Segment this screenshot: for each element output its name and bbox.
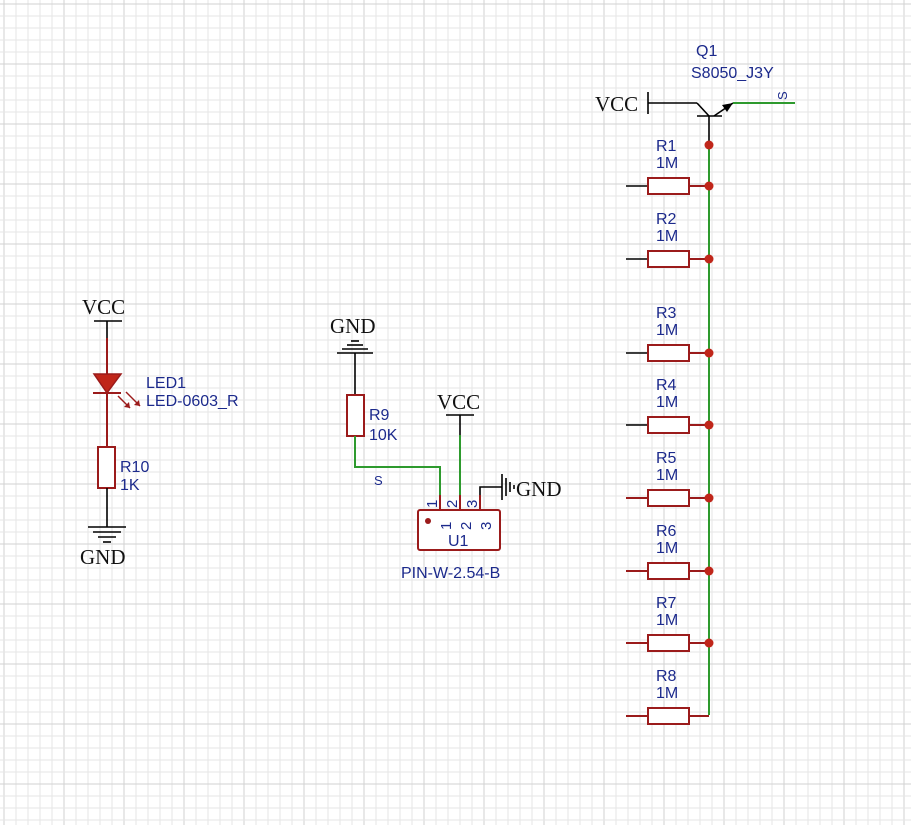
- q1-value: S8050_J3Y: [691, 65, 774, 82]
- u1-connector[interactable]: [417, 509, 501, 551]
- led-ref: LED1: [146, 375, 186, 392]
- q1-transistor[interactable]: [668, 102, 734, 145]
- resistor-ref: R1: [656, 138, 677, 155]
- r10-ref: R10: [120, 459, 149, 476]
- led-triangle: [92, 373, 123, 395]
- r9-value: 10K: [369, 427, 398, 444]
- r9-ref: R9: [369, 407, 390, 424]
- resistor-value: 1M: [656, 228, 678, 245]
- resistor-ref: R8: [656, 668, 677, 685]
- vcc-label-led: VCC: [82, 295, 125, 319]
- gnd-symbol-u1: [501, 474, 515, 500]
- resistor-body[interactable]: [647, 250, 690, 268]
- q1-collector-diag: [696, 102, 710, 117]
- led-arrowhead-2: [134, 400, 140, 406]
- gnd-symbol-r9: [337, 340, 373, 354]
- gnd-label-u1: GND: [516, 477, 562, 501]
- q1-base-junction: [704, 140, 714, 150]
- resistor-body[interactable]: [647, 177, 690, 195]
- u1-pin3-outer-number: 3: [464, 500, 481, 508]
- resistor-body[interactable]: [647, 634, 690, 652]
- q1-emitter-arrow: [722, 103, 733, 112]
- resistor-ref: R6: [656, 523, 677, 540]
- vcc-label-q1: VCC: [595, 92, 638, 116]
- resistor-body[interactable]: [647, 707, 690, 725]
- u1-pin1-inner-number: 1: [438, 522, 455, 530]
- resistor-body[interactable]: [647, 416, 690, 434]
- resistor-ref: R2: [656, 211, 677, 228]
- net-s-q1-label: S: [775, 91, 790, 100]
- junction-dot: [704, 348, 714, 358]
- resistor-value: 1M: [656, 540, 678, 557]
- u1-pin2-outer-number: 2: [444, 500, 461, 508]
- u1-pin2-inner-number: 2: [458, 522, 475, 530]
- junction-dot: [704, 181, 714, 191]
- gnd-label-r9: GND: [330, 314, 376, 338]
- resistor-value: 1M: [656, 685, 678, 702]
- junction-dot: [704, 420, 714, 430]
- resistor-body[interactable]: [647, 489, 690, 507]
- junction-dot: [704, 566, 714, 576]
- u1-value: PIN-W-2.54-B: [401, 565, 500, 582]
- u1-pin1-outer-number: 1: [424, 500, 441, 508]
- r10-value: 1K: [120, 477, 140, 494]
- led-branch: VCC LED1 LED-0603_R R10 1K GND: [80, 295, 239, 569]
- net-s-wire[interactable]: [354, 436, 441, 495]
- resistor-ref: R3: [656, 305, 677, 322]
- r10-resistor[interactable]: [97, 446, 116, 489]
- resistor-body[interactable]: [647, 344, 690, 362]
- junction-dot: [704, 254, 714, 264]
- resistor-value: 1M: [656, 467, 678, 484]
- resistor-value: 1M: [656, 612, 678, 629]
- resistor-value: 1M: [656, 155, 678, 172]
- led-value: LED-0603_R: [146, 393, 239, 410]
- gnd-symbol-led: [88, 526, 126, 543]
- gnd-label-led: GND: [80, 545, 126, 569]
- resistor-ref: R4: [656, 377, 677, 394]
- u1-pin3-inner-number: 3: [478, 522, 495, 530]
- u1-pin1-marker: [425, 518, 431, 524]
- resistor-value: 1M: [656, 394, 678, 411]
- net-s-label: S: [374, 473, 383, 488]
- resistor-ref: R7: [656, 595, 677, 612]
- u1-ref: U1: [448, 533, 469, 550]
- r9-u1-branch: GND R9 10K S VCC GND 1 2 3: [330, 314, 562, 582]
- junction-dot: [704, 638, 714, 648]
- junction-dot: [704, 493, 714, 503]
- resistor-ref: R5: [656, 450, 677, 467]
- led-arrowhead-1: [124, 402, 130, 408]
- u1-pin3-lead: [479, 486, 502, 495]
- vcc-label-u1: VCC: [437, 390, 480, 414]
- q1-ladder-branch: Q1 S8050_J3Y VCC S R11MR21MR31MR41MR51MR…: [595, 43, 795, 725]
- q1-ref: Q1: [696, 43, 717, 60]
- resistor-body[interactable]: [647, 562, 690, 580]
- r9-resistor[interactable]: [346, 394, 365, 437]
- resistor-value: 1M: [656, 322, 678, 339]
